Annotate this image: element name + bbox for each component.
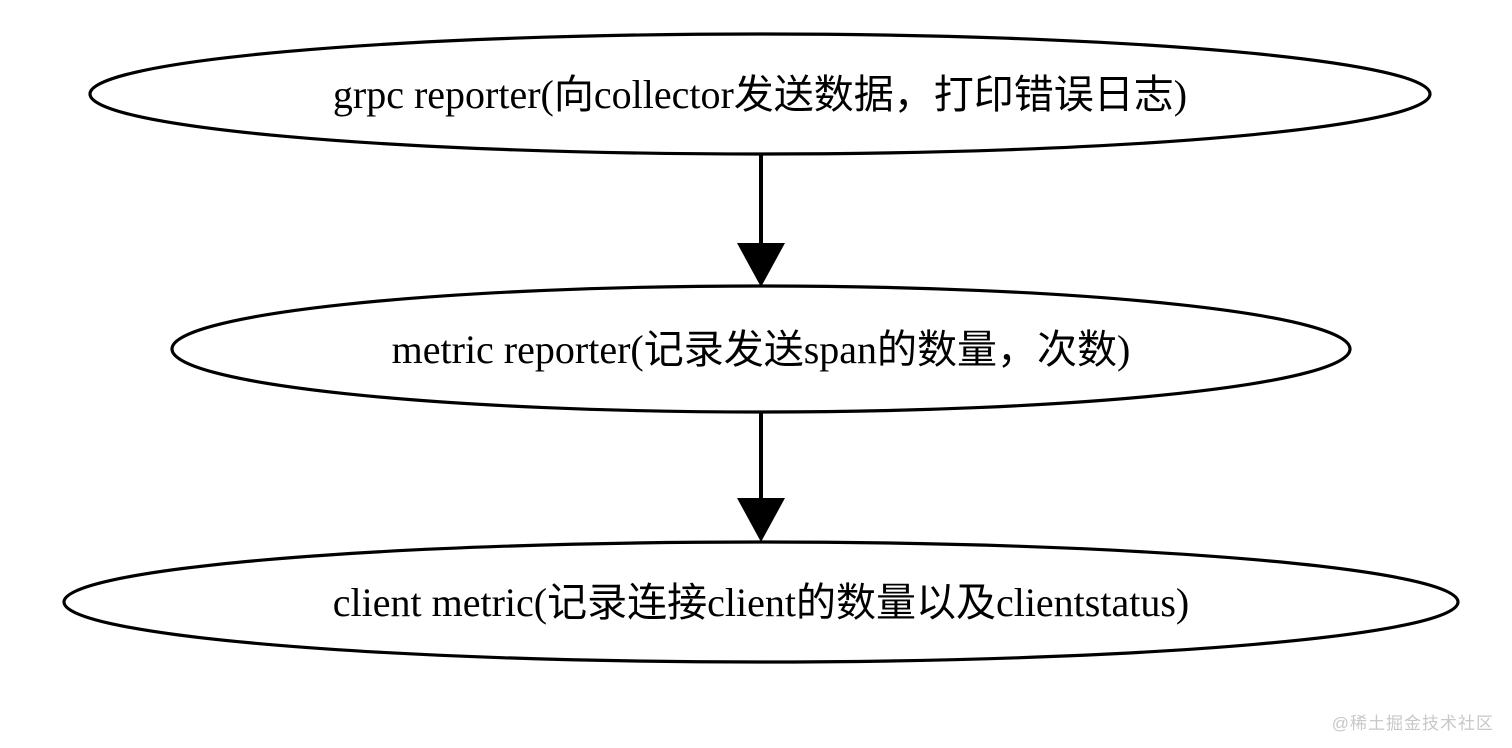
node-shape-metric-reporter[interactable] — [170, 284, 1352, 414]
watermark-text: @稀土掘金技术社区 — [1331, 714, 1494, 733]
node-shape-client-metric[interactable] — [62, 540, 1460, 664]
edge-grpc-to-metric — [737, 154, 785, 287]
node-shape-grpc-reporter[interactable] — [88, 32, 1432, 156]
edge-metric-to-client — [737, 412, 785, 542]
arrowhead-icon-grpc-to-metric — [737, 243, 785, 287]
arrowhead-icon-metric-to-client — [737, 498, 785, 542]
